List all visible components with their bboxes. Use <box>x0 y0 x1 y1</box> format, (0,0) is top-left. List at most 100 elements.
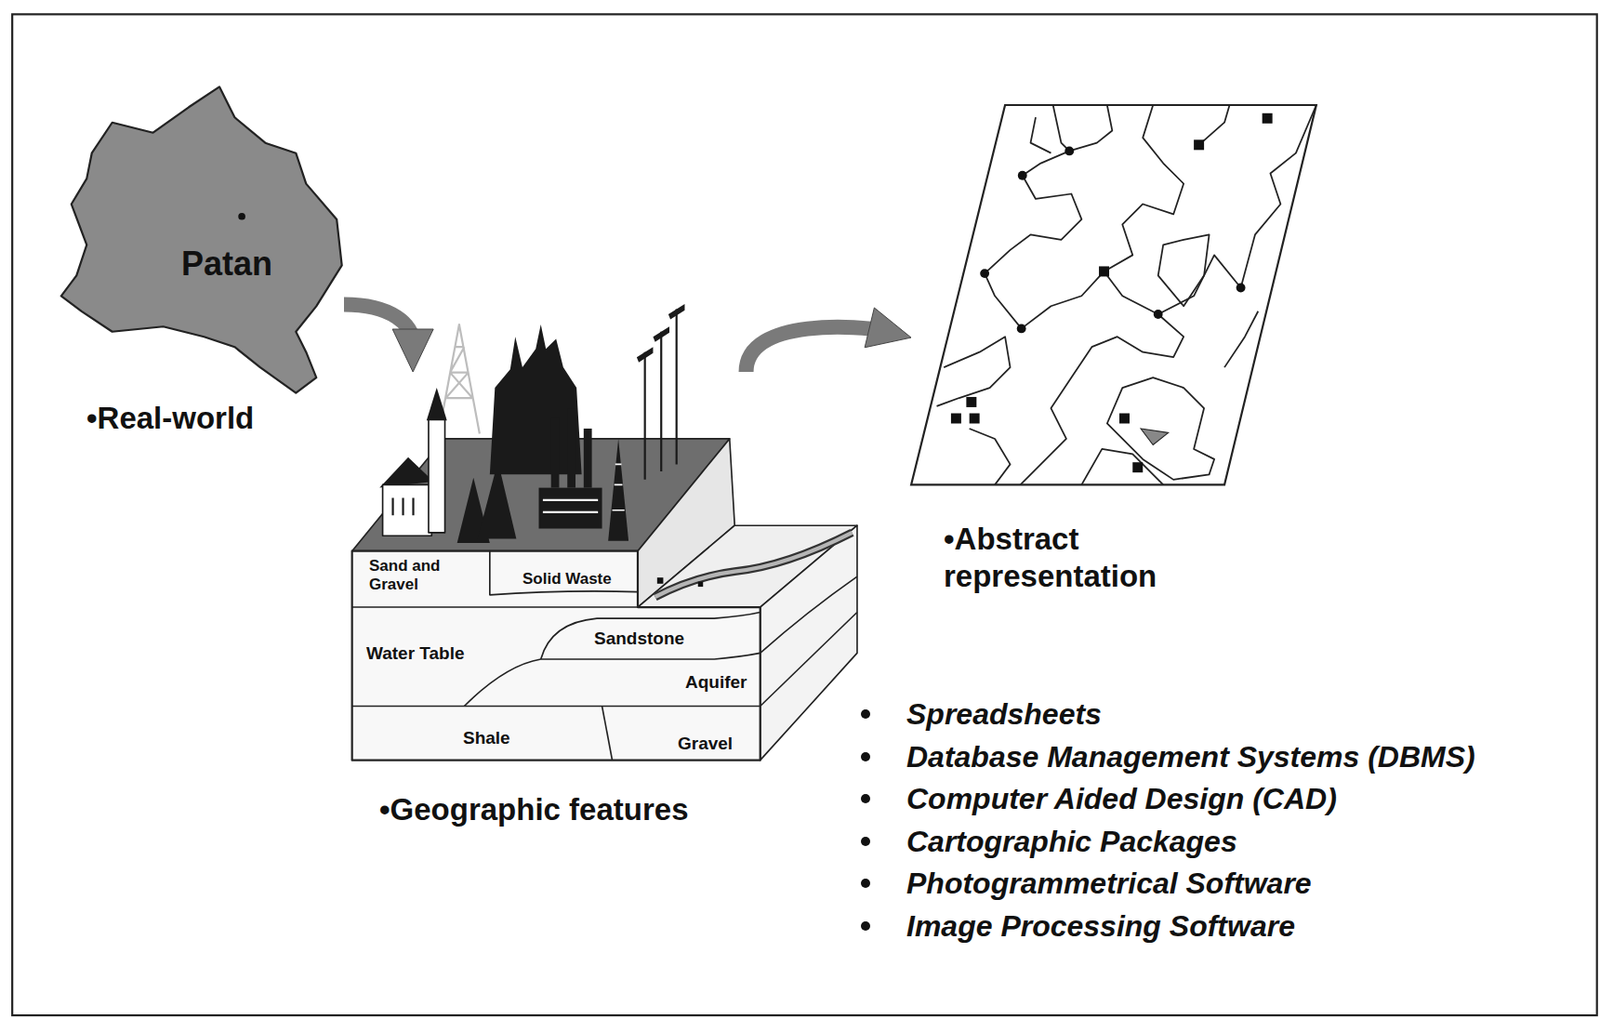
river <box>655 532 853 597</box>
layer-band: Sandstone <box>592 627 687 650</box>
layer-band: Sand and Gravel <box>367 555 450 595</box>
map-point <box>1153 309 1164 319</box>
map-boundary <box>937 336 1011 407</box>
map-site <box>1098 265 1110 277</box>
church-spire <box>426 387 448 421</box>
list-bullet <box>860 793 871 804</box>
map-site <box>969 413 980 424</box>
front-face <box>352 551 761 761</box>
text-holder: •Real-world <box>86 400 254 437</box>
chimney <box>583 428 593 489</box>
text-holder: •Abstract representation <box>943 520 1204 595</box>
list-bullet <box>860 752 871 762</box>
map-patch <box>1140 428 1169 446</box>
region-shape: Patan•Real-world <box>55 86 344 398</box>
river-marker <box>698 581 703 587</box>
text-holder: Patan <box>181 244 273 283</box>
map-site <box>965 396 977 408</box>
software-item: Photogrammetrical Software <box>906 862 1312 904</box>
layer-label: Water Table <box>364 642 467 665</box>
software-item: Spreadsheets <box>906 693 1102 735</box>
layer-label: Solid Waste <box>520 568 614 590</box>
layer-band: Gravel <box>675 732 735 755</box>
block-diagram: •Geographic featuresSand and GravelSolid… <box>352 371 858 761</box>
page-frame <box>12 13 1598 1016</box>
map-boundary <box>1053 105 1113 151</box>
list-row: Cartographic Packages <box>906 820 1238 862</box>
river <box>655 532 853 597</box>
layer-line <box>760 612 858 707</box>
map-boundary <box>969 428 1011 485</box>
map-boundary <box>1199 105 1230 146</box>
flow-arrow <box>746 307 912 372</box>
software-item: Cartographic Packages <box>906 820 1238 862</box>
list-row: Computer Aided Design (CAD) <box>906 778 1337 820</box>
abstract-map: •Abstract representation <box>911 105 1321 487</box>
layer-band: Water Table <box>364 642 467 665</box>
map-point <box>1017 323 1027 333</box>
layer-line <box>352 705 761 708</box>
church-roof <box>379 457 434 489</box>
layer-line <box>352 606 638 609</box>
block-illustration <box>352 304 858 761</box>
stage-caption: •Abstract representation <box>943 520 1204 595</box>
flow-arrow <box>343 304 434 373</box>
factory-stripes <box>542 500 598 513</box>
layer-line <box>489 551 638 596</box>
map-point <box>1018 171 1028 181</box>
map-boundary <box>1224 311 1258 368</box>
map-boundary <box>1158 105 1317 315</box>
layer-line <box>541 612 761 660</box>
layer-label: Aquifer <box>683 671 750 694</box>
river-marker <box>657 577 664 584</box>
layer-band: Aquifer <box>683 671 750 694</box>
list-bullet <box>860 709 871 719</box>
map-site <box>1262 113 1273 124</box>
layer-band: Shale <box>461 727 513 750</box>
layer-label: Shale <box>461 727 513 750</box>
church-body <box>383 484 433 536</box>
church-steeple <box>428 418 446 533</box>
map-boundary <box>1107 377 1215 480</box>
place-name: Patan <box>181 244 273 283</box>
map-boundary <box>1020 271 1185 485</box>
layer-line <box>463 652 760 706</box>
arrow-shaft <box>746 327 883 372</box>
layer-line <box>602 705 613 760</box>
oil-rig-bars <box>612 463 625 510</box>
map-point <box>979 268 990 278</box>
chimney <box>551 418 560 489</box>
antenna-heads <box>636 304 686 363</box>
factory <box>539 488 603 529</box>
map-point <box>1236 283 1246 293</box>
list-row: Spreadsheets <box>906 693 1102 735</box>
region-fill <box>61 86 343 393</box>
map-site <box>1119 413 1130 424</box>
map-boundary <box>984 105 1184 329</box>
software-item: Database Management Systems (DBMS) <box>906 736 1476 778</box>
list-row: Photogrammetrical Software <box>906 862 1312 904</box>
city-dot <box>238 212 246 221</box>
list-row: Image Processing Software <box>906 905 1296 947</box>
map-point <box>1064 145 1074 156</box>
text-holder: •Geographic features <box>379 792 688 828</box>
software-item: Image Processing Software <box>906 905 1296 947</box>
layer-label: Gravel <box>675 732 735 755</box>
list-bullet <box>860 878 871 888</box>
map-outline <box>911 105 1321 487</box>
map-frame <box>911 105 1317 485</box>
list-bullet <box>860 921 871 931</box>
layer-band: Solid Waste <box>520 568 614 590</box>
stage-caption: •Geographic features <box>379 792 688 828</box>
map-site <box>1132 462 1143 473</box>
church-windows <box>393 498 414 516</box>
map-boundary <box>1158 234 1210 306</box>
layer-line <box>760 576 858 653</box>
list-bullet <box>860 836 871 847</box>
software-item: Computer Aided Design (CAD) <box>906 778 1337 820</box>
stage-caption: •Real-world <box>86 400 254 437</box>
map-site <box>1193 139 1204 150</box>
map-boundary <box>1031 117 1052 153</box>
